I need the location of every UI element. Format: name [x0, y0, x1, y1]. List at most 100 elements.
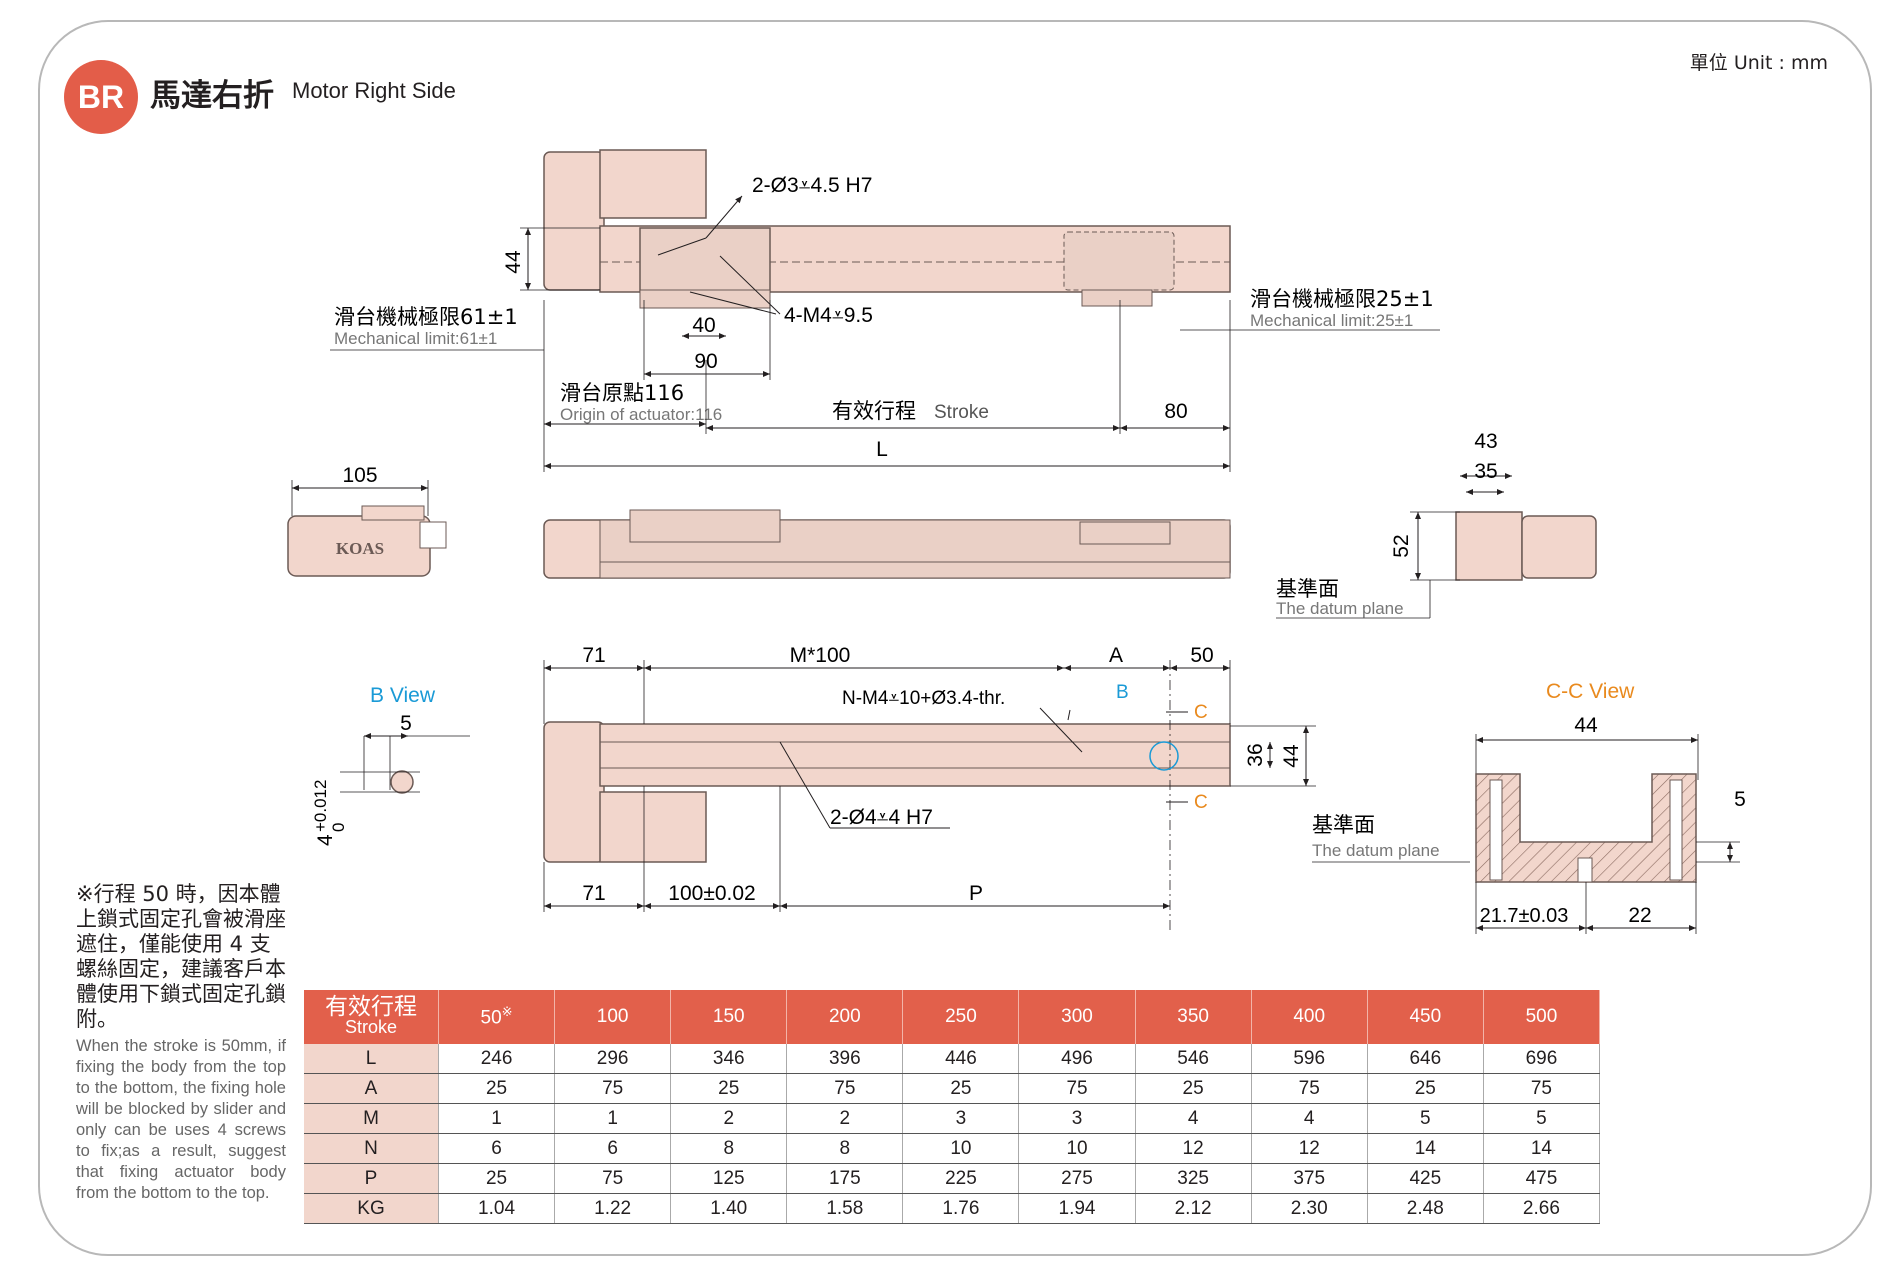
table-cell: 6 — [438, 1133, 556, 1164]
table-cell: 396 — [786, 1044, 904, 1074]
table-cell: 4 — [1135, 1103, 1252, 1134]
dim-L: L — [876, 438, 888, 461]
table-cell: 12 — [1135, 1133, 1252, 1164]
side-view: KOAS 105 — [287, 464, 1231, 579]
table-cell: 175 — [786, 1163, 904, 1194]
mech-limit-right-zh: 滑台機械極限25±1 — [1250, 287, 1434, 311]
table-cell: 10 — [1018, 1133, 1136, 1164]
table-cell: 125 — [670, 1163, 788, 1194]
dim-40: 40 — [692, 314, 715, 337]
dim-71-top: 71 — [582, 644, 605, 667]
row-label: A — [304, 1073, 439, 1104]
dim-80: 80 — [1164, 400, 1187, 423]
table-cell: 496 — [1018, 1044, 1136, 1074]
table-header-row: 有效行程 Stroke 50※ 100 150 200 250 300 350 … — [304, 990, 1601, 1044]
b-view-title: B View — [370, 684, 436, 707]
table-cell: 1.94 — [1018, 1193, 1136, 1224]
table-cell: 25 — [438, 1163, 556, 1194]
table-head-stroke: 有效行程 Stroke — [304, 990, 439, 1044]
dim-71-bottom: 71 — [582, 882, 605, 905]
stroke-col-450: 450 — [1367, 990, 1484, 1044]
stroke-note-zh: ※行程 50 時，因本體上鎖式固定孔會被滑座遮住，僅能使用 4 支螺絲固定，建議… — [76, 882, 286, 1031]
bottom-view: 71 M*100 A 50 N-M4⩡10+Ø3.4-thr. B C C 36… — [543, 644, 1316, 930]
b-view-dim-5: 5 — [400, 712, 412, 735]
row-label: N — [304, 1133, 439, 1164]
top-view-gearbox — [599, 149, 707, 219]
table-head-en: Stroke — [344, 1017, 398, 1037]
dim-P: P — [969, 882, 983, 905]
table-cell: 1 — [554, 1103, 672, 1134]
stroke-col-200: 200 — [786, 990, 904, 1044]
table-cell: 2.48 — [1367, 1193, 1484, 1224]
table-cell: 75 — [1483, 1073, 1601, 1104]
spec-table: 有效行程 Stroke 50※ 100 150 200 250 300 350 … — [304, 990, 1601, 1224]
table-cell: 75 — [554, 1073, 672, 1104]
row-label: L — [304, 1044, 439, 1074]
label-B-bottom: B — [1116, 682, 1129, 703]
table-cell: 425 — [1367, 1163, 1484, 1194]
table-cell: 12 — [1251, 1133, 1368, 1164]
dim-50: 50 — [1190, 644, 1213, 667]
table-cell: 596 — [1251, 1044, 1368, 1074]
b-view-tol-main: 4 — [314, 834, 337, 846]
table-cell: 75 — [1018, 1073, 1136, 1104]
table-head-zh: 有效行程 — [325, 994, 417, 1020]
stroke-en: Stroke — [934, 402, 989, 423]
right-view: 43 35 52 基準面 The datum plane — [1276, 430, 1597, 619]
dim-m100: M*100 — [790, 644, 851, 667]
stroke-col-300: 300 — [1018, 990, 1136, 1044]
table-cell: 3 — [902, 1103, 1020, 1134]
table-cell: 8 — [670, 1133, 788, 1164]
dim-43: 43 — [1474, 430, 1497, 453]
b-view-hole — [390, 770, 414, 794]
section-title: 馬達右折 — [150, 78, 274, 114]
stroke-col-100: 100 — [554, 990, 672, 1044]
table-cell: 5 — [1367, 1103, 1484, 1134]
bottom-view-gearbox — [599, 791, 707, 863]
label-C1: C — [1194, 702, 1208, 723]
bottom-view-rail — [599, 723, 1231, 787]
table-cell: 2 — [670, 1103, 788, 1134]
table-cell: 6 — [554, 1133, 672, 1164]
cc-view: C-C View 44 5 21.7±0.03 22 基準面 The datum… — [1312, 680, 1746, 934]
table-cell: 10 — [902, 1133, 1020, 1164]
table-cell: 25 — [670, 1073, 788, 1104]
dim-105: 105 — [342, 464, 377, 487]
row-label: KG — [304, 1193, 439, 1224]
table-cell: 325 — [1135, 1163, 1252, 1194]
cc-datum-zh: 基準面 — [1312, 813, 1375, 837]
cc-dim-44: 44 — [1574, 714, 1598, 737]
table-cell: 1 — [438, 1103, 556, 1134]
right-datum-zh: 基準面 — [1276, 577, 1339, 601]
table-cell: 646 — [1367, 1044, 1484, 1074]
stroke-col-50: 50※ — [438, 990, 556, 1044]
top-view-slider — [639, 227, 771, 293]
table-cell: 2.30 — [1251, 1193, 1368, 1224]
cc-view-title: C-C View — [1546, 680, 1635, 703]
row-label: P — [304, 1163, 439, 1194]
top-view-motor — [543, 151, 605, 291]
dim-A: A — [1109, 644, 1123, 667]
dim-36: 36 — [1244, 743, 1267, 766]
right-datum-en: The datum plane — [1276, 599, 1404, 618]
table-cell: 25 — [1367, 1073, 1484, 1104]
table-cell: 1.76 — [902, 1193, 1020, 1224]
dim-44-bottom: 44 — [1280, 744, 1303, 768]
stroke-col-500: 500 — [1483, 990, 1601, 1044]
table-cell: 25 — [438, 1073, 556, 1104]
b-view: B View 5 4 +0.012 0 — [311, 684, 470, 846]
stroke-zh: 有效行程 — [832, 399, 916, 423]
table-cell: 5 — [1483, 1103, 1601, 1134]
stroke-note-en: When the stroke is 50mm, if fixing the b… — [76, 1037, 286, 1202]
table-cell: 275 — [1018, 1163, 1136, 1194]
top-view-end-block — [1063, 231, 1175, 291]
table-cell: 75 — [554, 1163, 672, 1194]
cc-dim-21: 21.7±0.03 — [1480, 905, 1569, 927]
